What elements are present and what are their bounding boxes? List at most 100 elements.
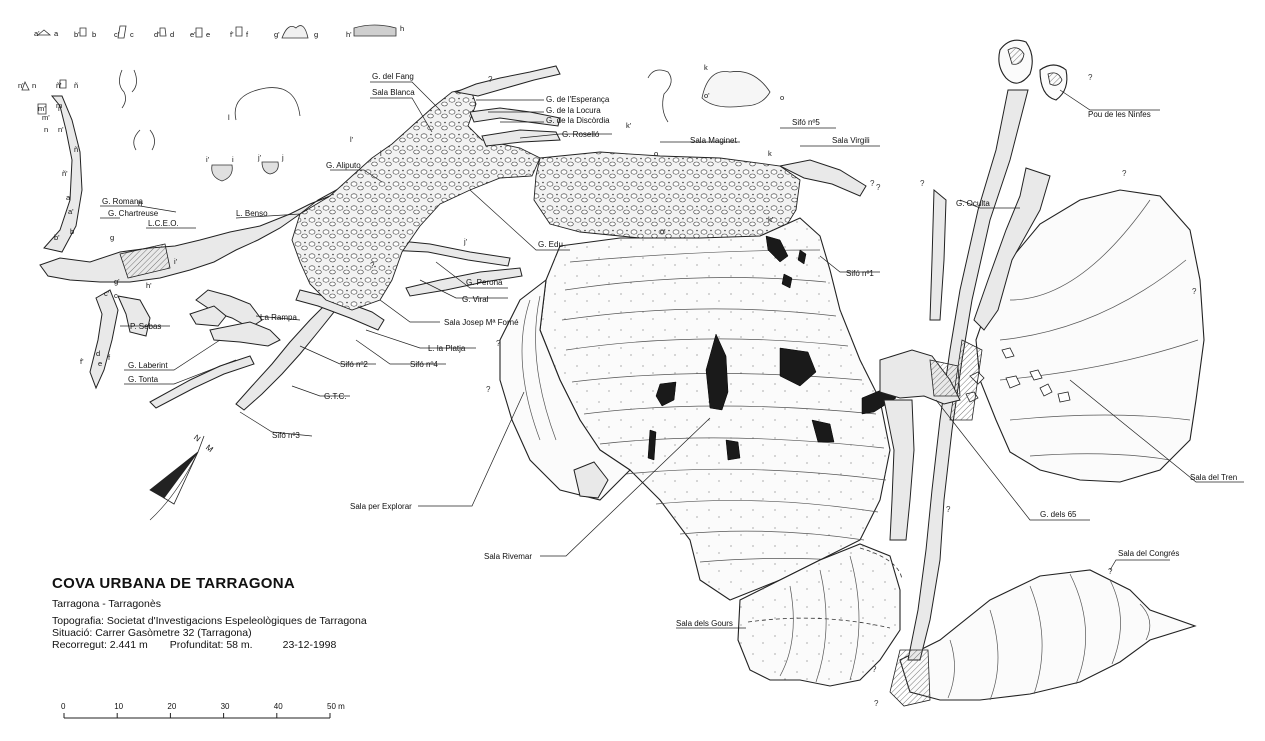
collapse-blocks (647, 235, 897, 461)
sala-del-congres (899, 569, 1197, 701)
label-g-del-fang: G. del Fang (372, 72, 414, 81)
label-sala-per-explorar: Sala per Explorar (350, 502, 412, 511)
svg-text:n': n' (58, 125, 64, 134)
svg-text:f: f (108, 353, 111, 362)
label-g-romana: G. Romana (102, 197, 143, 206)
label-sala-forne: Sala Josep Mª Forné (444, 318, 519, 327)
svg-text:i': i' (206, 155, 210, 164)
svg-text:k: k (768, 149, 772, 158)
svg-text:?: ? (1192, 287, 1197, 296)
svg-text:n: n (32, 81, 36, 90)
scale-tick-label: 50 m (327, 702, 345, 711)
right-passages (879, 89, 1051, 707)
svg-text:g: g (110, 233, 114, 242)
label-g-rosello: G. Roselló (562, 130, 600, 139)
svg-text:e: e (206, 30, 210, 39)
svg-text:b': b' (54, 233, 60, 242)
svg-text:a': a' (68, 207, 74, 216)
label-g-viral: G. Viral (462, 295, 489, 304)
label-sifo-4: Sifó nº4 (410, 360, 438, 369)
svg-text:h: h (138, 199, 142, 208)
svg-text:ñ': ñ' (56, 81, 62, 90)
central-block-chamber (291, 87, 541, 311)
svg-text:?: ? (874, 699, 879, 708)
svg-text:?: ? (920, 179, 925, 188)
svg-text:o': o' (704, 91, 710, 100)
svg-text:g': g' (274, 30, 280, 39)
svg-text:?: ? (946, 505, 951, 514)
svg-text:?: ? (486, 385, 491, 394)
scale-tick-label: 10 (114, 702, 123, 711)
svg-text:h: h (400, 24, 404, 33)
svg-text:e: e (98, 359, 102, 368)
label-sifo-3: Sifó nº3 (272, 431, 300, 440)
svg-text:ñ': ñ' (62, 169, 68, 178)
svg-text:ñ: ñ (74, 145, 78, 154)
label-sala-rivemar: Sala Rivemar (484, 552, 532, 561)
svg-text:h': h' (146, 281, 152, 290)
svg-text:a: a (66, 193, 71, 202)
svg-text:f': f' (80, 357, 84, 366)
svg-text:d': d' (154, 30, 160, 39)
label-p-sebas: P. Sebas (130, 322, 161, 331)
label-g-dels-65: G. dels 65 (1040, 510, 1077, 519)
label-g-tonta: G. Tonta (128, 375, 159, 384)
svg-text:h': h' (346, 30, 352, 39)
scale-tick-label: 0 (61, 702, 66, 711)
map-title: COVA URBANA DE TARRAGONA (52, 575, 296, 592)
svg-text:?: ? (872, 665, 877, 674)
north-arrow: N M (149, 433, 215, 521)
scale-tick-label: 20 (167, 702, 176, 711)
topography-credit: Topografia: Societat d'Investigacions Es… (52, 615, 367, 627)
label-g-chartreuse: G. Chartreuse (108, 209, 159, 218)
north-label-n: N (192, 433, 202, 444)
scale-tick-label: 30 (221, 702, 230, 711)
label-g-oculta: G. Oculta (956, 199, 990, 208)
svg-text:?: ? (488, 75, 493, 84)
svg-text:o: o (780, 93, 784, 102)
svg-text:j: j (281, 153, 284, 162)
svg-text:m: m (56, 101, 62, 110)
svg-text:g': g' (114, 277, 120, 286)
svg-text:n: n (44, 125, 48, 134)
svg-text:b: b (70, 227, 74, 236)
label-pou-de-les-ninfes: Pou de les Ninfes (1088, 110, 1151, 119)
svg-text:d: d (96, 349, 100, 358)
label-sala-blanca: Sala Blanca (372, 88, 415, 97)
svg-text:m': m' (38, 104, 46, 113)
unexplored-marks: ? ? ? ? ? ? ? ? ? ? ? ? ? ? (370, 73, 1197, 708)
length-value: Recorregut: 2.441 m (52, 639, 148, 651)
label-sala-del-congres: Sala del Congrés (1118, 549, 1179, 558)
label-g-locura: G. de la Locura (546, 106, 601, 115)
svg-text:?: ? (1108, 567, 1113, 576)
svg-text:k': k' (768, 215, 774, 224)
location-line: Situació: Carrer Gasòmetre 32 (Tarragona… (52, 627, 252, 639)
label-sifo-2: Sifó nº2 (340, 360, 368, 369)
svg-text:l: l (380, 149, 382, 158)
label-sifo-1: Sifó nº1 (846, 269, 874, 278)
leader-lines (100, 81, 1244, 629)
sala-dels-gours (737, 543, 903, 687)
svg-text:j': j' (257, 153, 262, 162)
depth-value: Profunditat: 58 m. (169, 639, 253, 651)
svg-text:m': m' (42, 113, 50, 122)
sala-virgili-passage (778, 159, 867, 197)
scale-bar: 0 10 20 30 40 50 m (61, 702, 345, 719)
north-label-m: M (204, 443, 215, 454)
region-line: Tarragona - Tarragonès (52, 598, 161, 610)
title-block: COVA URBANA DE TARRAGONA Tarragona - Tar… (52, 575, 367, 651)
label-g-edu: G. Edu (538, 240, 563, 249)
label-gtc: G.T.C. (324, 392, 347, 401)
label-sala-virgili: Sala Virgili (832, 136, 870, 145)
svg-text:g: g (314, 30, 318, 39)
label-g-laberint: G. Laberint (128, 361, 168, 370)
scale-tick-label: 40 (274, 702, 283, 711)
svg-text:b': b' (74, 30, 80, 39)
svg-text:i': i' (174, 257, 178, 266)
svg-text:d: d (170, 30, 174, 39)
label-lceo: L.C.E.O. (148, 219, 179, 228)
label-sala-del-tren: Sala del Tren (1190, 473, 1237, 482)
svg-text:?: ? (496, 339, 501, 348)
